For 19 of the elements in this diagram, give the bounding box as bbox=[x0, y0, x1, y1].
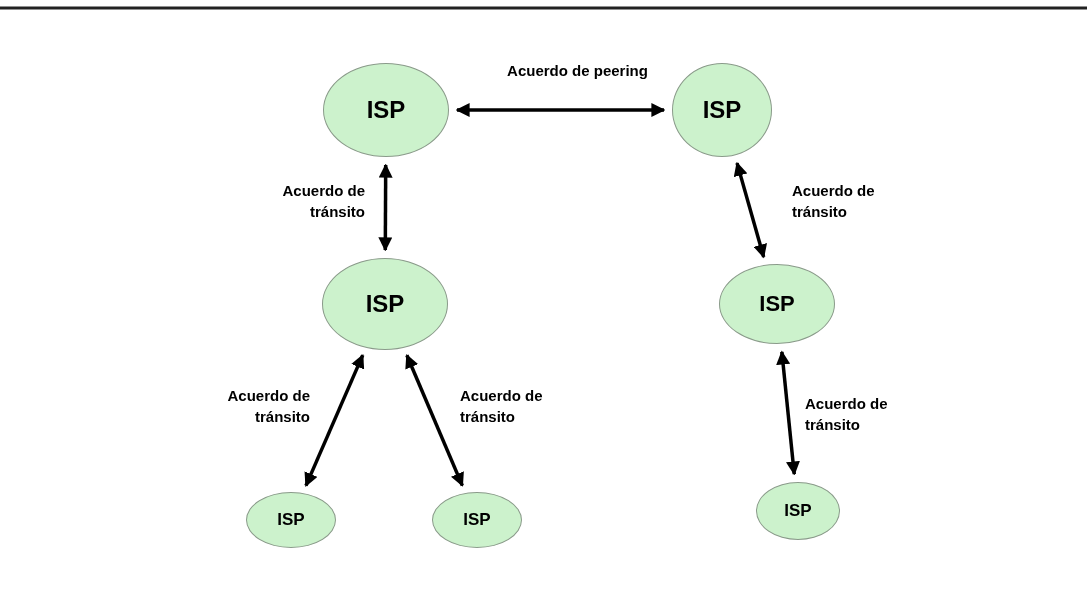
double-arrow bbox=[405, 354, 464, 487]
edge-label: Acuerdo de tránsito bbox=[805, 394, 889, 435]
double-arrow bbox=[304, 353, 365, 487]
edge-label: Acuerdo de peering bbox=[506, 61, 649, 81]
double-arrow bbox=[378, 163, 393, 252]
edge-label: Acuerdo de tránsito bbox=[226, 386, 310, 427]
node-label: ISP bbox=[277, 510, 305, 530]
double-arrow bbox=[455, 103, 666, 117]
node-label: ISP bbox=[463, 510, 491, 530]
node-label: ISP bbox=[702, 96, 742, 124]
node-label: ISP bbox=[366, 96, 406, 124]
double-arrow bbox=[733, 161, 767, 259]
node-label: ISP bbox=[759, 291, 795, 317]
edge-label: Acuerdo de tránsito bbox=[792, 181, 876, 222]
edge-label: Acuerdo de tránsito bbox=[281, 181, 365, 222]
double-arrow bbox=[776, 350, 800, 476]
node-label: ISP bbox=[365, 290, 405, 318]
edge-label: Acuerdo de tránsito bbox=[460, 386, 544, 427]
node-label: ISP bbox=[784, 501, 812, 521]
